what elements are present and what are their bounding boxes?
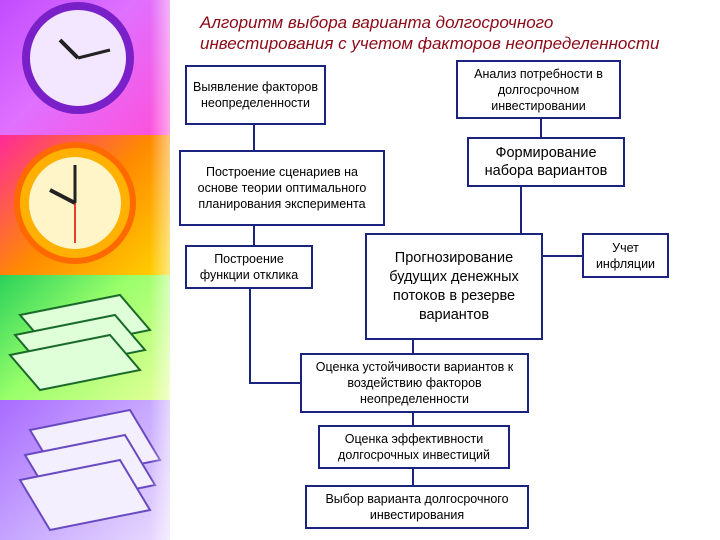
node-needs-analysis: Анализ потребности в долгосрочном инвест… [456, 60, 621, 119]
clock-icon [22, 2, 134, 114]
clock-photo-orange [0, 135, 170, 275]
fade-overlay [150, 0, 170, 540]
node-efficiency-assessment: Оценка эффективности долгосрочных инвест… [318, 425, 510, 469]
connector-response-stability [249, 289, 300, 384]
title-line-2: инвестирования с учетом факторов неопред… [200, 34, 660, 53]
node-build-scenarios: Построение сценариев на основе теории оп… [179, 150, 385, 226]
node-inflation: Учет инфляции [582, 233, 669, 278]
title-line-1: Алгоритм выбора варианта долгосрочного [200, 13, 554, 32]
alarm-clock-icon [14, 142, 136, 264]
node-stability-assessment: Оценка устойчивости вариантов к воздейст… [300, 353, 529, 413]
decorative-photo-strip [0, 0, 170, 540]
documents-icon [18, 408, 162, 532]
node-response-function: Построение функции отклика [185, 245, 313, 289]
banknotes-icon [8, 293, 152, 392]
money-stack-photo [0, 275, 170, 400]
clock-photo-purple [0, 0, 170, 135]
papers-stack-photo [0, 400, 170, 540]
node-form-variants: Формирование набора вариантов [467, 137, 625, 187]
node-choose-variant: Выбор варианта долгосрочного инвестирова… [305, 485, 529, 529]
diagram-title: Алгоритм выбора варианта долгосрочного и… [200, 12, 710, 54]
node-identify-factors: Выявление факторов неопределенности [185, 65, 326, 125]
node-forecast-cash-flows: Прогнозирование будущих денежных потоков… [365, 233, 543, 340]
